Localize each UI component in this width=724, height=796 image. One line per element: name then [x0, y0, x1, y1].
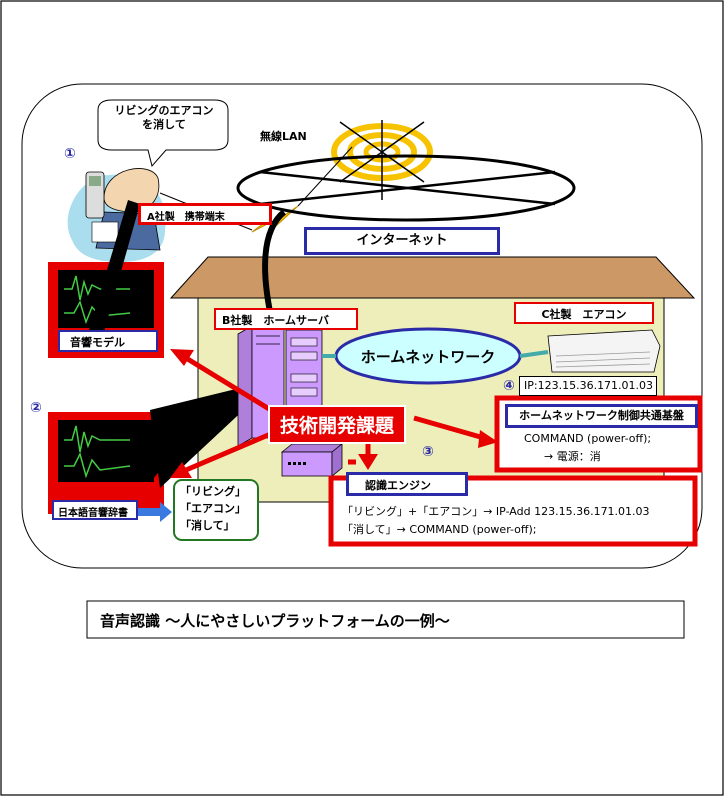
beam-terminal-to-model: [86, 200, 140, 346]
step-number-2: ②: [30, 400, 42, 416]
network-link-aircon: [519, 350, 549, 358]
word-item: 「エアコン」: [180, 502, 246, 515]
dictionary-panel: [48, 412, 164, 514]
caption-frame: [86, 600, 685, 639]
engine-title: 認識エンジン: [346, 472, 468, 496]
word-list: 「リビング」 「エアコン」 「消して」: [180, 483, 254, 534]
step-number-1: ①: [64, 146, 76, 162]
internet-label: インターネット: [304, 227, 500, 255]
word-item: 「消して」: [180, 519, 235, 532]
dictionary-to-words-arrow: [134, 502, 172, 522]
dictionary-label: 日本語音響辞書: [52, 500, 138, 520]
beam-server-to-dictionary: [150, 388, 250, 488]
ip-label: IP:123.15.36.171.01.03: [519, 376, 657, 396]
engine-line-1: 「リビング」+「エアコン」→ IP-Add 123.15.36.171.01.0…: [342, 505, 650, 518]
caption: 音声認識 ～人にやさしいプラットフォームの一例～: [100, 612, 450, 630]
speech-line-1: リビングのエアコン: [114, 104, 214, 117]
speech-bubble: [97, 99, 229, 168]
words-frame: [173, 479, 259, 541]
terminal-label: A社製 携帯端末: [138, 203, 272, 225]
step-number-4: ④: [503, 378, 515, 394]
tech-challenge-label: 技術開発課題: [268, 405, 407, 444]
engine-frame: [328, 475, 698, 547]
wireless-lan-label: 無線LAN: [260, 130, 307, 143]
home-network-label: ホームネットワーク: [360, 348, 496, 366]
speech-bubble-text: リビングのエアコン を消して: [112, 104, 216, 132]
platform-power-line: → 電源：消: [544, 450, 601, 463]
house-roof: [169, 256, 696, 299]
router-icon: [280, 443, 344, 477]
platform-command-line: COMMAND (power-off);: [524, 432, 652, 445]
word-item: 「リビング」: [180, 485, 246, 498]
beam-server-to-dictionary-2: [150, 406, 210, 480]
person-with-phone-icon: [67, 168, 166, 262]
air-conditioner-icon: [547, 329, 661, 373]
internet-cable: [262, 209, 287, 313]
aircon-label: C社製 エアコン: [514, 302, 654, 324]
internet-cloud: [236, 154, 576, 222]
step-number-3: ③: [422, 444, 434, 460]
platform-title: ホームネットワーク制御共通基盤: [505, 404, 698, 428]
home-server-label: B社製 ホームサーバ: [214, 308, 358, 330]
speech-line-2: を消して: [142, 118, 186, 131]
antenna-icon: [331, 120, 433, 200]
engine-line-2: 「消して」→ COMMAND (power-off);: [342, 523, 537, 536]
acoustic-model-label: 音響モデル: [58, 330, 158, 352]
